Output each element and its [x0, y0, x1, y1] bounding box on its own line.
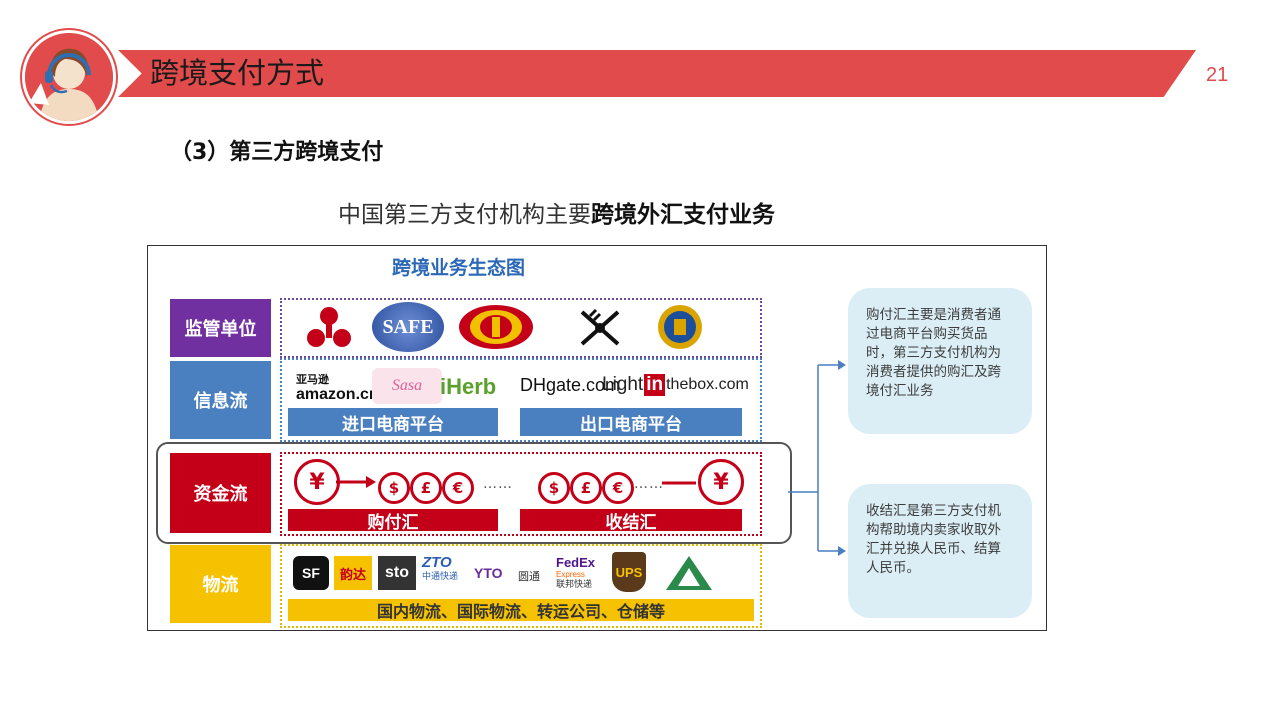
import-platform-bar: 进口电商平台 [288, 408, 498, 436]
fedex-text: FedEx [556, 556, 595, 570]
yunda-logo: 韵达 [334, 556, 372, 590]
settlement-fx-bar: 收结汇 [520, 509, 742, 531]
page-number: 21 [1206, 64, 1228, 87]
amazon-cn-text: 亚马逊 [296, 374, 379, 386]
quarantine-emblem-icon [656, 303, 704, 351]
row-label-logistics: 物流 [170, 545, 271, 623]
headset-person-icon [25, 33, 113, 121]
lightinthebox-logo: Light in thebox.com [602, 374, 749, 396]
logistics-bar: 国内物流、国际物流、转运公司、仓储等 [288, 599, 754, 621]
euro-coin-icon: € [442, 472, 474, 504]
zto-cn-text: 中通快递 [422, 571, 458, 582]
sasa-logo: Sasa [372, 368, 442, 404]
arrow-right-icon [336, 476, 376, 488]
sasa-logo-text: Sasa [392, 377, 422, 395]
euro-coin-icon-2: € [602, 472, 634, 504]
pound-coin-icon-2: £ [570, 472, 602, 504]
dollar-coin-icon: $ [378, 472, 410, 504]
lightinthebox-a: Light [602, 374, 643, 396]
yuantong-text: 圆通 [518, 568, 540, 584]
zto-logo: ZTO 中通快递 [422, 555, 458, 582]
connector-line [662, 480, 696, 486]
amazon-en-text: amazon.cn [296, 386, 379, 404]
safe-logo: SAFE [372, 302, 444, 352]
fedex-logo: FedEx Express 联邦快递 [556, 556, 595, 590]
fedex-sub-text: Express [556, 570, 595, 579]
export-platform-bar: 出口电商平台 [520, 408, 742, 436]
dollar-coin-icon-2: $ [538, 472, 570, 504]
branch-arrows [788, 355, 848, 565]
purchase-fx-bar: 购付汇 [288, 509, 498, 531]
customs-emblem-icon [458, 304, 534, 350]
lead-bold: 跨境外汇支付业务 [591, 202, 775, 228]
section-subtitle: （3）第三方跨境支付 [170, 134, 383, 166]
sf-logo: SF [293, 556, 329, 590]
sto-logo: sto [378, 556, 416, 590]
amazon-cn-logo: 亚马逊 amazon.cn [296, 374, 379, 404]
row-label-info-flow: 信息流 [170, 361, 271, 439]
page-title: 跨境支付方式 [150, 53, 324, 93]
key-anchor-icon [576, 306, 624, 348]
safe-logo-text: SAFE [382, 316, 433, 339]
note-settlement-fx: 收结汇是第三方支付机构帮助境内卖家收取外汇并兑换人民币、结算人民币。 [848, 484, 1032, 618]
pbc-logo-icon [302, 304, 356, 352]
yuan-coin-icon-2: ¥ [698, 459, 744, 505]
figure-title: 跨境业务生态图 [392, 253, 525, 280]
ups-logo: UPS [612, 552, 646, 592]
ellipsis-left: …… [483, 476, 513, 492]
fedex-cn-text: 联邦快递 [556, 579, 595, 590]
lightinthebox-c: thebox.com [666, 376, 749, 394]
ellipsis-right: …… [634, 476, 664, 492]
row-label-regulators: 监管单位 [170, 299, 271, 357]
zto-text: ZTO [422, 555, 458, 571]
yuan-coin-icon: ¥ [294, 459, 340, 505]
cnac-logo-icon [664, 554, 714, 592]
lead-text: 中国第三方支付机构主要跨境外汇支付业务 [338, 195, 775, 229]
lightinthebox-b: in [644, 374, 665, 396]
pound-coin-icon: £ [410, 472, 442, 504]
avatar [22, 30, 116, 124]
iherb-logo: iHerb [440, 374, 496, 400]
note-purchase-fx: 购付汇主要是消费者通过电商平台购买货品时，第三方支付机构为消费者提供的购汇及跨境… [848, 288, 1032, 434]
yto-logo: YTO [474, 565, 503, 581]
lead-normal: 中国第三方支付机构主要 [338, 202, 591, 228]
